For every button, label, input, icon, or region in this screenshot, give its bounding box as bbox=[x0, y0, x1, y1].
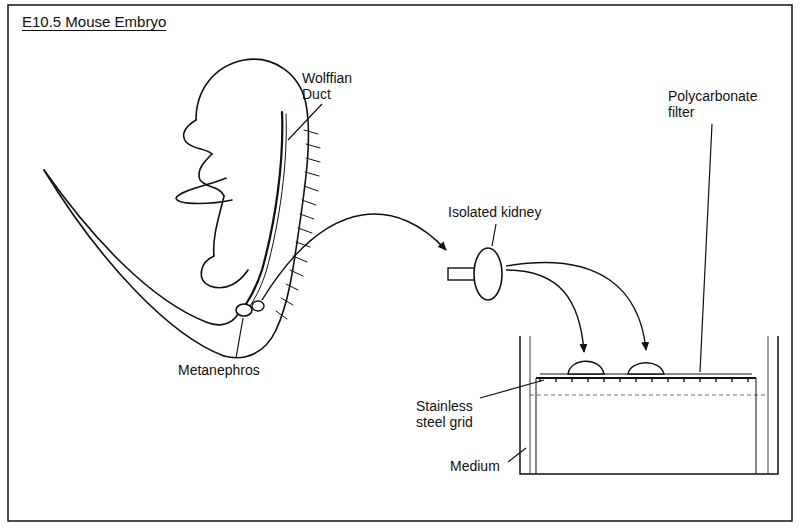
transfer-arrow bbox=[262, 214, 446, 300]
part-label: Stainless steel grid bbox=[416, 398, 484, 430]
embryo bbox=[44, 59, 320, 358]
frame bbox=[8, 5, 792, 521]
metanephros bbox=[252, 301, 264, 311]
explant bbox=[628, 363, 664, 374]
culture-dish bbox=[520, 336, 778, 474]
diagram-title: E10.5 Mouse Embryo bbox=[22, 14, 166, 30]
metanephros bbox=[236, 304, 252, 316]
steel-grid bbox=[536, 378, 756, 474]
part-label: Isolated kidney bbox=[448, 204, 541, 220]
placing-arrow bbox=[506, 270, 584, 352]
isolated-kidney bbox=[448, 248, 502, 300]
part-label: Polycarbonate filter bbox=[668, 88, 764, 120]
part-label: Metanephros bbox=[178, 362, 260, 378]
part-label: Wolffian Duct bbox=[302, 70, 372, 102]
explant bbox=[568, 361, 604, 374]
part-label: Medium bbox=[450, 458, 500, 474]
leader-line bbox=[236, 104, 712, 462]
placing-arrow bbox=[506, 262, 646, 350]
